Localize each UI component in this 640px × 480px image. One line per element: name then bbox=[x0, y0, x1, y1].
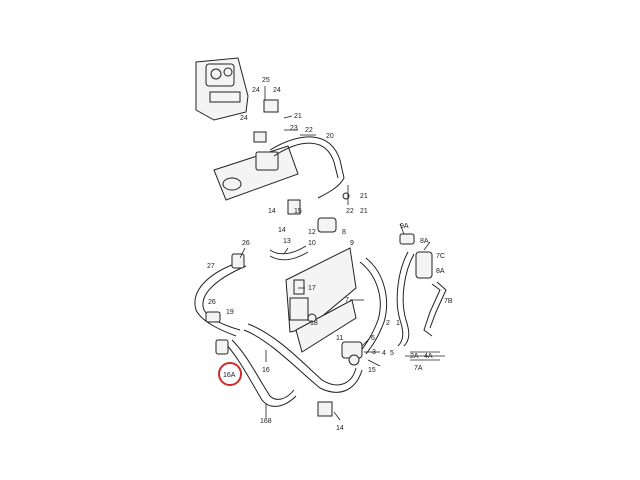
callout-labels: 25 24 24 24 21 23 22 20 21 22 21 9A 8A 7… bbox=[207, 77, 453, 432]
callout-6: 6 bbox=[371, 335, 375, 342]
callout-7: 7 bbox=[345, 297, 349, 304]
hose-168-inner bbox=[231, 339, 295, 400]
callout-18: 18 bbox=[310, 320, 318, 327]
pipe-7b bbox=[423, 281, 447, 337]
callout-25: 25 bbox=[262, 77, 270, 84]
valve-5 bbox=[341, 341, 363, 366]
callout-2a: 2A bbox=[410, 353, 419, 360]
hose-16-inner bbox=[247, 323, 357, 386]
hose-13 bbox=[269, 245, 307, 255]
hose-27 bbox=[194, 261, 241, 337]
callout-168: 168 bbox=[260, 418, 272, 425]
hose-20 bbox=[269, 136, 345, 199]
engine-block bbox=[195, 57, 249, 121]
callout-26: 26 bbox=[208, 299, 216, 306]
callout-2: 2 bbox=[386, 320, 390, 327]
callout-4: 4 bbox=[382, 350, 386, 357]
callout-7b: 7B bbox=[444, 298, 453, 305]
callout-12: 12 bbox=[308, 229, 316, 236]
callout-15: 15 bbox=[368, 367, 376, 374]
callout-8a: 8A bbox=[436, 268, 445, 275]
callout-21: 21 bbox=[360, 193, 368, 200]
callout-24: 24 bbox=[252, 87, 260, 94]
callout-24: 24 bbox=[240, 115, 248, 122]
connector-small-parts bbox=[205, 99, 350, 417]
callout-20: 20 bbox=[326, 133, 334, 140]
callout-19: 19 bbox=[226, 309, 234, 316]
hose-7 bbox=[359, 261, 381, 353]
callout-21: 21 bbox=[360, 208, 368, 215]
callout-23: 23 bbox=[290, 125, 298, 132]
leader-lines bbox=[239, 86, 445, 421]
callout-11: 11 bbox=[336, 335, 343, 342]
callout-7a: 7A bbox=[414, 365, 423, 372]
callout-15: 15 bbox=[294, 208, 302, 215]
callout-13: 13 bbox=[283, 238, 291, 245]
callout-16: 16 bbox=[262, 367, 270, 374]
callout-17: 17 bbox=[308, 285, 316, 292]
highlight-circle bbox=[218, 362, 242, 386]
filter-8a bbox=[415, 251, 433, 279]
callout-14: 14 bbox=[336, 425, 344, 432]
hose-20-inner bbox=[273, 142, 339, 179]
valve-9a bbox=[399, 233, 415, 245]
intake-manifold bbox=[285, 217, 357, 353]
callout-3: 3 bbox=[372, 349, 376, 356]
callout-26: 26 bbox=[242, 240, 250, 247]
hose-8 bbox=[396, 251, 409, 347]
callout-27: 27 bbox=[207, 263, 215, 270]
callout-16a: 16A bbox=[223, 372, 236, 379]
callout-7c: 7C bbox=[436, 253, 445, 260]
callout-8a: 8A bbox=[420, 238, 429, 245]
hose-168 bbox=[225, 343, 297, 407]
callout-14: 14 bbox=[268, 208, 276, 215]
callout-10: 10 bbox=[308, 240, 316, 247]
highlighted-callout-16a[interactable]: 16A bbox=[218, 362, 242, 386]
hose-13-inner bbox=[269, 251, 309, 261]
hose-16 bbox=[243, 329, 363, 393]
hose-8-inner bbox=[402, 253, 415, 347]
hose-27-inner bbox=[202, 265, 247, 331]
callout-22: 22 bbox=[305, 127, 313, 134]
callout-4a: 4A bbox=[424, 353, 433, 360]
hose-7-inner bbox=[365, 257, 387, 355]
callout-5: 5 bbox=[390, 350, 394, 357]
callout-24: 24 bbox=[273, 87, 281, 94]
callout-9: 9 bbox=[350, 240, 354, 247]
callout-8: 8 bbox=[342, 229, 346, 236]
callout-14: 14 bbox=[278, 227, 286, 234]
callout-1: 1 bbox=[396, 320, 400, 327]
callout-9a: 9A bbox=[400, 223, 409, 230]
callout-22: 22 bbox=[346, 208, 354, 215]
valve-cover bbox=[213, 145, 299, 201]
callout-21: 21 bbox=[294, 113, 302, 120]
